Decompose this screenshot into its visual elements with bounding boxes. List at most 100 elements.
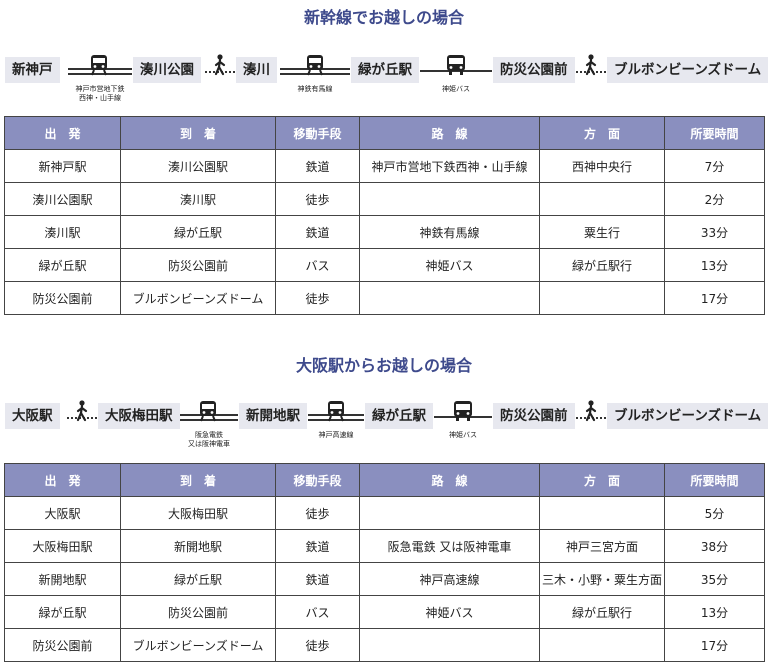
- table-row: 緑が丘駅 防災公園前 バス 神姫バス 緑が丘駅行 13分: [4, 595, 765, 629]
- cell-transport: 鉄道: [275, 562, 360, 596]
- header-transport: 移動手段: [275, 116, 360, 150]
- cell-arrival: 新開地駅: [120, 529, 276, 563]
- table-header-row: 出 発 到 着 移動手段 路 線 方 面 所要時間: [4, 463, 765, 497]
- train-icon: [328, 401, 344, 422]
- walking-person-icon: [585, 400, 597, 422]
- station: 新神戸: [5, 57, 60, 83]
- bus-icon: [454, 401, 472, 421]
- cell-line: 阪急電鉄 又は阪神電車: [359, 529, 540, 563]
- route-table-shinkansen: 出 発 到 着 移動手段 路 線 方 面 所要時間 新神戸駅 湊川公園駅 鉄道 …: [4, 116, 765, 315]
- table-row: 大阪梅田駅 新開地駅 鉄道 阪急電鉄 又は阪神電車 神戸三宮方面 38分: [4, 529, 765, 563]
- header-duration: 所要時間: [664, 463, 765, 497]
- cell-departure: 新神戸駅: [4, 149, 121, 183]
- cell-direction: 神戸三宮方面: [539, 529, 665, 563]
- cell-arrival: 湊川公園駅: [120, 149, 276, 183]
- walk-line: [205, 71, 235, 73]
- route-diagram-osaka: 大阪駅 大阪梅田駅 阪急電鉄 又は阪神電車 新開地駅 神戸高速線 緑が丘駅 神姫…: [0, 400, 768, 473]
- table-row: 防災公園前 ブルボンビーンズドーム 徒歩 17分: [4, 628, 765, 662]
- station: 緑が丘駅: [365, 403, 433, 429]
- leg-label: 神戸市営地下鉄 西神・山手線: [75, 85, 125, 102]
- table-row: 湊川駅 緑が丘駅 鉄道 神鉄有馬線 粟生行 33分: [4, 215, 765, 249]
- cell-duration: 7分: [664, 149, 765, 183]
- table-header-row: 出 発 到 着 移動手段 路 線 方 面 所要時間: [4, 116, 765, 150]
- cell-departure: 緑が丘駅: [4, 595, 121, 629]
- walking-person-icon: [585, 54, 597, 76]
- cell-arrival: 大阪梅田駅: [120, 496, 276, 530]
- station: 大阪梅田駅: [98, 403, 180, 429]
- station: 防災公園前: [493, 57, 575, 83]
- cell-line: 神鉄有馬線: [359, 215, 540, 249]
- cell-direction: [539, 496, 665, 530]
- cell-departure: 防災公園前: [4, 281, 121, 315]
- leg-label: 神姫バス: [442, 85, 470, 93]
- cell-duration: 13分: [664, 248, 765, 282]
- route-diagram-shinkansen: 新神戸 神戸市営地下鉄 西神・山手線 湊川公園 湊川 神鉄有馬線 緑が丘駅 神姫…: [0, 54, 768, 127]
- walking-person-icon: [214, 54, 226, 76]
- cell-line: [359, 496, 540, 530]
- cell-duration: 13分: [664, 595, 765, 629]
- walking-person-icon: [76, 400, 88, 422]
- cell-duration: 33分: [664, 215, 765, 249]
- cell-direction: 三木・小野・粟生方面: [539, 562, 665, 596]
- walk-line: [67, 417, 97, 419]
- cell-line: [359, 281, 540, 315]
- cell-transport: バス: [275, 595, 360, 629]
- cell-direction: [539, 628, 665, 662]
- cell-transport: 徒歩: [275, 496, 360, 530]
- cell-line: 神姫バス: [359, 248, 540, 282]
- cell-line: [359, 182, 540, 216]
- cell-direction: [539, 281, 665, 315]
- cell-arrival: 防災公園前: [120, 248, 276, 282]
- cell-transport: 徒歩: [275, 182, 360, 216]
- cell-arrival: 緑が丘駅: [120, 562, 276, 596]
- cell-duration: 35分: [664, 562, 765, 596]
- station: 湊川公園: [133, 57, 201, 83]
- cell-direction: 粟生行: [539, 215, 665, 249]
- cell-departure: 湊川公園駅: [4, 182, 121, 216]
- cell-direction: [539, 182, 665, 216]
- cell-line: [359, 628, 540, 662]
- header-direction: 方 面: [539, 463, 665, 497]
- cell-direction: 緑が丘駅行: [539, 595, 665, 629]
- header-transport: 移動手段: [275, 463, 360, 497]
- cell-departure: 大阪駅: [4, 496, 121, 530]
- station: 防災公園前: [493, 403, 575, 429]
- station: ブルボンビーンズドーム: [607, 403, 768, 429]
- header-arrival: 到 着: [120, 463, 276, 497]
- table-row: 防災公園前 ブルボンビーンズドーム 徒歩 17分: [4, 281, 765, 315]
- cell-arrival: 防災公園前: [120, 595, 276, 629]
- station: 大阪駅: [5, 403, 60, 429]
- leg-label: 神姫バス: [449, 431, 477, 439]
- cell-transport: 鉄道: [275, 529, 360, 563]
- leg-label: 神戸高速線: [318, 431, 354, 439]
- table-row: 大阪駅 大阪梅田駅 徒歩 5分: [4, 496, 765, 530]
- section-title-osaka: 大阪駅からお越しの場合: [295, 356, 472, 375]
- route-table-osaka: 出 発 到 着 移動手段 路 線 方 面 所要時間 大阪駅 大阪梅田駅 徒歩 5…: [4, 463, 765, 662]
- table-row: 緑が丘駅 防災公園前 バス 神姫バス 緑が丘駅行 13分: [4, 248, 765, 282]
- cell-line: 神戸市営地下鉄西神・山手線: [359, 149, 540, 183]
- cell-departure: 大阪梅田駅: [4, 529, 121, 563]
- header-line: 路 線: [359, 463, 540, 497]
- cell-duration: 2分: [664, 182, 765, 216]
- cell-direction: 緑が丘駅行: [539, 248, 665, 282]
- cell-duration: 17分: [664, 628, 765, 662]
- station: ブルボンビーンズドーム: [607, 57, 768, 83]
- cell-line: 神戸高速線: [359, 562, 540, 596]
- train-icon: [200, 401, 216, 422]
- train-icon: [91, 55, 107, 76]
- walk-line: [576, 417, 606, 419]
- cell-duration: 38分: [664, 529, 765, 563]
- header-arrival: 到 着: [120, 116, 276, 150]
- table-row: 新神戸駅 湊川公園駅 鉄道 神戸市営地下鉄西神・山手線 西神中央行 7分: [4, 149, 765, 183]
- cell-transport: バス: [275, 248, 360, 282]
- cell-arrival: ブルボンビーンズドーム: [120, 281, 276, 315]
- walk-line: [576, 71, 606, 73]
- train-icon: [307, 55, 323, 76]
- cell-line: 神姫バス: [359, 595, 540, 629]
- table-row: 湊川公園駅 湊川駅 徒歩 2分: [4, 182, 765, 216]
- leg-label: 神鉄有馬線: [297, 85, 333, 93]
- cell-transport: 鉄道: [275, 149, 360, 183]
- station: 新開地駅: [239, 403, 307, 429]
- header-departure: 出 発: [4, 116, 121, 150]
- table-row: 新開地駅 緑が丘駅 鉄道 神戸高速線 三木・小野・粟生方面 35分: [4, 562, 765, 596]
